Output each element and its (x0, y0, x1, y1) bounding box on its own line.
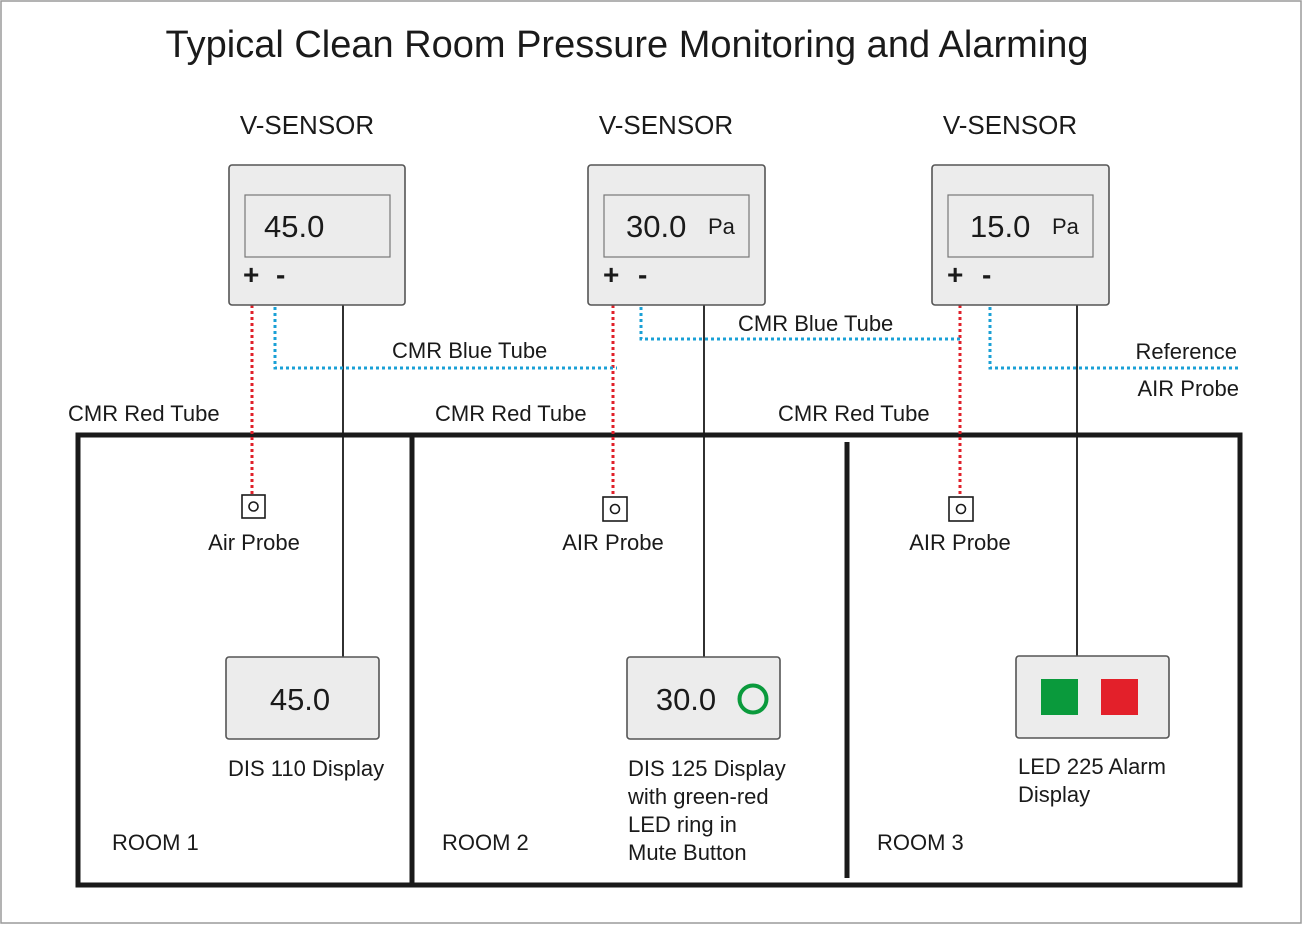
blue-tube-label-2: CMR Blue Tube (738, 311, 893, 336)
blue-tubes (273, 307, 1240, 370)
red-tubes (250, 305, 962, 497)
v-sensor-reading: 15.0 (970, 209, 1030, 244)
reference-label: Reference (1135, 339, 1237, 364)
v-sensor-reading: 30.0 (626, 209, 686, 244)
reference-probe-label: AIR Probe (1138, 376, 1240, 401)
v-sensor-unit: Pa (1052, 214, 1080, 239)
plus-port-label: + (243, 259, 259, 290)
v-sensor-screen (947, 194, 1094, 258)
v-sensor-1: V-SENSOR 45.0 + - (228, 110, 406, 306)
room-walls (75, 432, 1243, 888)
led-225-housing (1015, 655, 1170, 739)
dis-125-label-line-3: LED ring in (628, 812, 737, 837)
air-probe-icon (948, 496, 974, 522)
air-probe-label: AIR Probe (909, 530, 1011, 555)
dis-110-housing (225, 656, 380, 740)
led-225-alarm-display: LED 225 Alarm Display (1015, 655, 1170, 807)
mute-button-led-ring-icon[interactable] (737, 683, 769, 715)
air-probe-label: AIR Probe (562, 530, 664, 555)
v-sensor-screen (244, 194, 391, 258)
dis-125-label-line-1: DIS 125 Display (628, 756, 786, 781)
v-sensor-unit: Pa (708, 214, 736, 239)
page-title: Typical Clean Room Pressure Monitoring a… (166, 24, 1089, 66)
red-tube-label-1: CMR Red Tube (68, 401, 220, 426)
dis-125-label-line-2: with green-red (627, 784, 769, 809)
v-sensor-2: V-SENSOR 30.0 Pa + - (587, 110, 766, 306)
v-sensor-label: V-SENSOR (599, 110, 733, 140)
plus-port-label: + (947, 259, 963, 290)
dis-125-housing (626, 656, 781, 740)
dis-125-display: 30.0 DIS 125 Display with green-red LED … (626, 656, 786, 865)
dis-110-label: DIS 110 Display (228, 756, 384, 781)
minus-port-label: - (638, 259, 647, 290)
red-tube-label-3: CMR Red Tube (778, 401, 930, 426)
v-sensor-3: V-SENSOR 15.0 Pa + - (931, 110, 1110, 306)
room-1-label: ROOM 1 (112, 830, 199, 855)
dis-110-display: 45.0 DIS 110 Display (225, 656, 384, 781)
minus-port-label: - (276, 259, 285, 290)
air-probe-1: Air Probe (208, 494, 300, 555)
led-225-label-line-1: LED 225 Alarm (1018, 754, 1166, 779)
air-probe-3: AIR Probe (909, 496, 1011, 555)
air-probe-icon (602, 496, 628, 522)
v-sensor-label: V-SENSOR (240, 110, 374, 140)
v-sensor-reading: 45.0 (264, 209, 324, 244)
air-probe-icon (241, 494, 266, 519)
green-led-icon (1041, 679, 1078, 715)
dis-125-label-line-4: Mute Button (628, 840, 747, 865)
red-tube-label-2: CMR Red Tube (435, 401, 587, 426)
room-2-label: ROOM 2 (442, 830, 529, 855)
dis-125-reading: 30.0 (656, 682, 716, 717)
v-sensor-label: V-SENSOR (943, 110, 1077, 140)
room-3-label: ROOM 3 (877, 830, 964, 855)
v-sensor-screen (603, 194, 750, 258)
led-225-label-line-2: Display (1018, 782, 1090, 807)
red-led-icon (1101, 679, 1138, 715)
minus-port-label: - (982, 259, 991, 290)
air-probe-label: Air Probe (208, 530, 300, 555)
blue-tube-label-1: CMR Blue Tube (392, 338, 547, 363)
control-wires (342, 300, 1078, 657)
dis-110-reading: 45.0 (270, 682, 330, 717)
air-probe-2: AIR Probe (562, 496, 664, 555)
plus-port-label: + (603, 259, 619, 290)
